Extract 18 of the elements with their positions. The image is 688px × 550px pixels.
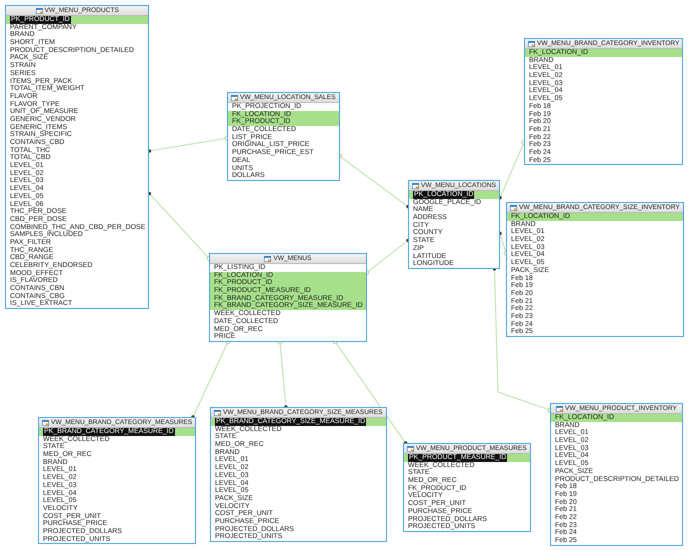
relationship-line <box>492 267 552 412</box>
relationship-line <box>498 232 508 256</box>
relationship-line <box>148 136 230 153</box>
relationship-line <box>191 340 230 419</box>
table-box <box>210 407 387 542</box>
table-box <box>227 92 340 181</box>
relationship-line <box>278 340 288 409</box>
table-box <box>403 443 531 532</box>
relationship-line <box>498 140 526 200</box>
table-box <box>408 180 500 269</box>
relationship-line <box>332 340 408 445</box>
table-box <box>506 202 684 337</box>
table-box <box>5 5 150 310</box>
table-box <box>209 253 367 342</box>
relationship-line <box>148 192 212 261</box>
table-box <box>550 403 683 546</box>
table-box <box>38 417 196 544</box>
table-box <box>524 38 684 166</box>
